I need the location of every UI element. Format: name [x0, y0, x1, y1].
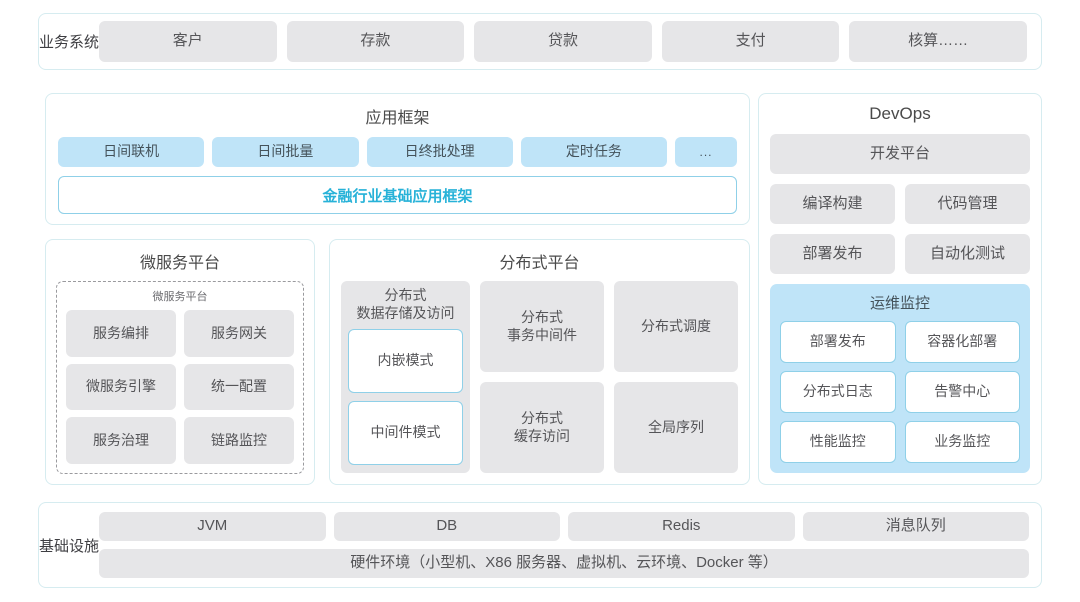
distributed-data-storage-title: 分布式 数据存储及访问 [356, 287, 455, 321]
infra-item-message-queue[interactable]: 消息队列 [802, 512, 1030, 541]
distributed-data-storage-group: 分布式 数据存储及访问 内嵌模式 中间件模式 [341, 281, 470, 473]
distributed-cache-access[interactable]: 分布式 缓存访问 [480, 382, 604, 473]
distributed-column-middle: 分布式 事务中间件 分布式 缓存访问 [480, 281, 604, 473]
devops-automated-test[interactable]: 自动化测试 [905, 234, 1030, 274]
devops-dev-platform[interactable]: 开发平台 [770, 134, 1030, 174]
devops-code-management[interactable]: 代码管理 [905, 184, 1030, 224]
business-item-customer[interactable]: 客户 [99, 21, 277, 62]
distributed-transaction-middleware[interactable]: 分布式 事务中间件 [480, 281, 604, 372]
app-chip-more[interactable]: ... [675, 137, 737, 167]
microservice-row: 服务治理 链路监控 [66, 417, 294, 465]
ms-service-gateway[interactable]: 服务网关 [184, 310, 294, 357]
microservice-platform-panel: 微服务平台 微服务平台 服务编排 服务网关 微服务引擎 统一配置 服务治理 链路… [45, 239, 315, 485]
business-item-deposit[interactable]: 存款 [286, 21, 465, 62]
business-system-label: 业务系统 [39, 34, 100, 51]
distributed-scheduling[interactable]: 分布式调度 [614, 281, 738, 372]
devops-panel: DevOps 开发平台 编译构建 代码管理 部署发布 自动化测试 运维监控 部署… [758, 93, 1042, 485]
distributed-global-sequence[interactable]: 全局序列 [614, 382, 738, 473]
business-system-row: 业务系统 客户 存款 贷款 支付 核算…… [38, 13, 1042, 70]
application-framework-chips: 日间联机 日间批量 日终批处理 定时任务 ... [58, 137, 737, 167]
microservice-dashed-group: 微服务平台 服务编排 服务网关 微服务引擎 统一配置 服务治理 链路监控 [56, 281, 304, 474]
microservice-grid: 服务编排 服务网关 微服务引擎 统一配置 服务治理 链路监控 [66, 310, 294, 465]
app-chip-daytime-online[interactable]: 日间联机 [58, 137, 205, 167]
infra-item-jvm[interactable]: JVM [99, 512, 326, 541]
ops-monitoring-row: 性能监控 业务监控 [780, 421, 1020, 463]
ms-service-governance[interactable]: 服务治理 [66, 417, 176, 465]
ops-containerized-deploy[interactable]: 容器化部署 [904, 321, 1020, 363]
infrastructure-label: 基础设施 [39, 537, 100, 555]
infra-hardware-environment[interactable]: 硬件环境（小型机、X86 服务器、虚拟机、云环境、Docker 等） [99, 549, 1029, 578]
ms-unified-config[interactable]: 统一配置 [184, 363, 294, 411]
distributed-column-right: 分布式调度 全局序列 [614, 281, 738, 473]
business-system-items: 客户 存款 贷款 支付 核算…… [99, 21, 1027, 62]
app-chip-eod-batch[interactable]: 日终批处理 [366, 137, 513, 167]
ops-monitoring-row: 部署发布 容器化部署 [780, 321, 1020, 363]
financial-base-framework-banner[interactable]: 金融行业基础应用框架 [58, 176, 737, 214]
infrastructure-items: JVM DB Redis 消息队列 [99, 512, 1030, 541]
devops-title: DevOps [869, 104, 931, 123]
distributed-storage-modes: 内嵌模式 中间件模式 [348, 329, 463, 465]
app-chip-scheduled-task[interactable]: 定时任务 [520, 137, 667, 167]
microservice-platform-title: 微服务平台 [139, 255, 220, 272]
storage-middleware-mode[interactable]: 中间件模式 [348, 401, 463, 465]
ms-service-orchestration[interactable]: 服务编排 [66, 310, 176, 357]
infra-item-redis[interactable]: Redis [568, 512, 795, 541]
devops-deploy-release[interactable]: 部署发布 [770, 234, 895, 274]
ops-monitoring-row: 分布式日志 告警中心 [780, 371, 1020, 413]
infrastructure-row: 基础设施 JVM DB Redis 消息队列 硬件环境（小型机、X86 服务器、… [38, 502, 1042, 588]
ops-business-monitor[interactable]: 业务监控 [904, 421, 1020, 463]
ops-distributed-log[interactable]: 分布式日志 [780, 371, 896, 413]
ops-monitoring-title: 运维监控 [869, 295, 930, 312]
ops-alert-center[interactable]: 告警中心 [904, 371, 1020, 413]
application-framework-title: 应用框架 [365, 110, 430, 127]
microservice-row: 服务编排 服务网关 [66, 310, 294, 357]
ops-performance-monitor[interactable]: 性能监控 [780, 421, 896, 463]
distributed-platform-panel: 分布式平台 分布式 数据存储及访问 内嵌模式 中间件模式 分布式 事务中间件 分… [329, 239, 750, 485]
ops-monitoring-group: 运维监控 部署发布 容器化部署 分布式日志 告警中心 性能监控 业务监控 [770, 284, 1030, 473]
infra-item-db[interactable]: DB [333, 512, 561, 541]
microservice-sub-title: 微服务平台 [152, 291, 208, 303]
distributed-body: 分布式 数据存储及访问 内嵌模式 中间件模式 分布式 事务中间件 分布式 缓存访… [341, 281, 738, 473]
devops-row-1: 编译构建 代码管理 [770, 184, 1030, 224]
distributed-column-storage: 分布式 数据存储及访问 内嵌模式 中间件模式 [341, 281, 470, 473]
infrastructure-hardware-wrap: 硬件环境（小型机、X86 服务器、虚拟机、云环境、Docker 等） [99, 549, 1029, 578]
distributed-platform-title: 分布式平台 [499, 255, 580, 272]
devops-compile-build[interactable]: 编译构建 [770, 184, 895, 224]
business-item-loan[interactable]: 贷款 [474, 21, 652, 62]
devops-row-2: 部署发布 自动化测试 [770, 234, 1030, 274]
microservice-row: 微服务引擎 统一配置 [66, 363, 294, 411]
ms-microservice-engine[interactable]: 微服务引擎 [66, 363, 176, 411]
ops-deploy-release[interactable]: 部署发布 [780, 321, 896, 363]
ms-trace-monitoring[interactable]: 链路监控 [184, 417, 294, 465]
application-framework-panel: 应用框架 日间联机 日间批量 日终批处理 定时任务 ... 金融行业基础应用框架 [45, 93, 750, 225]
infrastructure-body: JVM DB Redis 消息队列 硬件环境（小型机、X86 服务器、虚拟机、云… [99, 512, 1030, 578]
app-chip-daytime-batch[interactable]: 日间批量 [212, 137, 359, 167]
business-item-accounting[interactable]: 核算…… [849, 21, 1027, 62]
storage-embedded-mode[interactable]: 内嵌模式 [348, 329, 463, 393]
business-item-payment[interactable]: 支付 [661, 21, 840, 62]
ops-monitoring-grid: 部署发布 容器化部署 分布式日志 告警中心 性能监控 业务监控 [780, 321, 1020, 463]
